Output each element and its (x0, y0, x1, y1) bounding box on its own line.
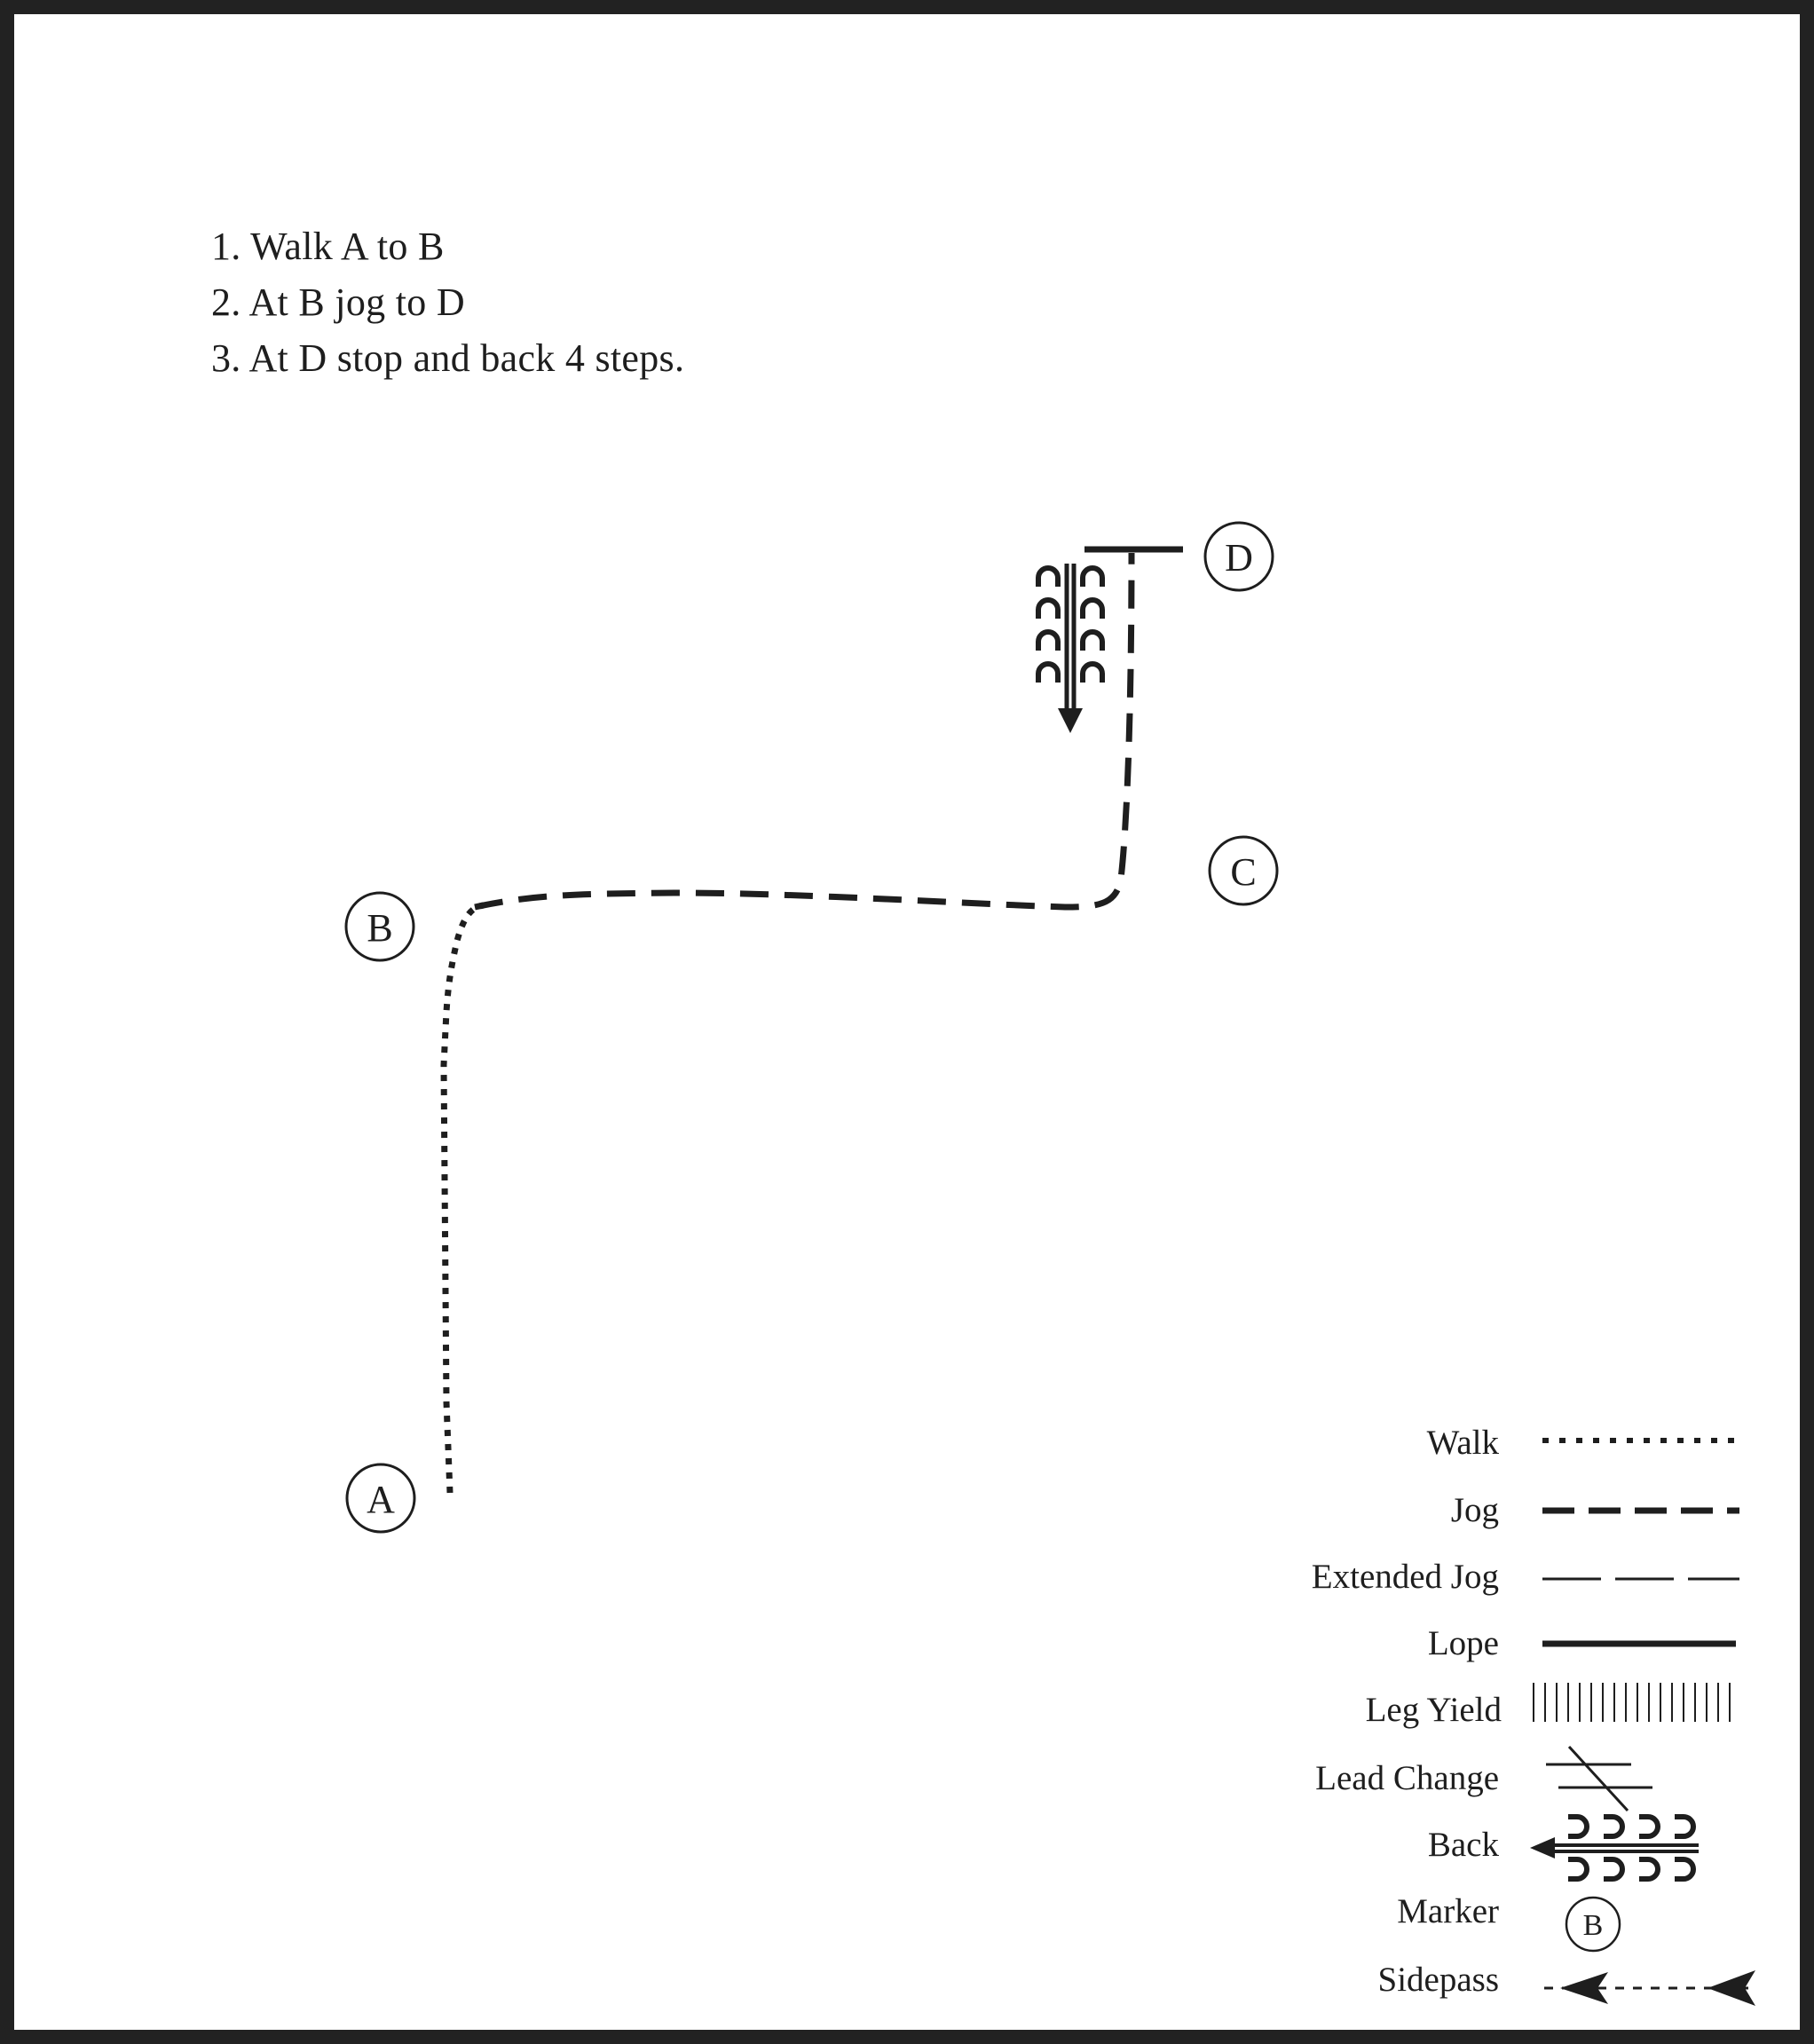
marker-b: B (344, 891, 415, 962)
legend-sidepass-label: Sidepass (1378, 1961, 1500, 1999)
marker-d: D (1203, 521, 1274, 592)
marker-a-label: A (367, 1478, 395, 1521)
legend-leg-yield-label: Leg Yield (1366, 1691, 1502, 1729)
legend-back-label: Back (1428, 1826, 1500, 1864)
instruction-step-2: 2. At B jog to D (211, 280, 465, 324)
legend-leg-yield-swatch (1533, 1683, 1731, 1722)
legend-back-swatch (1530, 1817, 1699, 1879)
walk-path (440, 902, 485, 1494)
jog-path (474, 552, 1135, 911)
marker-c-label: C (1230, 850, 1256, 894)
marker-b-label: B (367, 906, 392, 950)
marker-d-label: D (1225, 536, 1253, 580)
marker-c: C (1208, 835, 1279, 906)
legend-extended-jog-label: Extended Jog (1312, 1558, 1499, 1596)
legend-sidepass-swatch (1544, 1970, 1755, 2006)
back-symbol (1038, 564, 1102, 733)
instruction-step-3: 3. At D stop and back 4 steps. (211, 336, 685, 380)
legend-lead-change-label: Lead Change (1315, 1759, 1499, 1797)
legend-lead-change-swatch (1546, 1745, 1652, 1812)
legend: Walk Jog Extended Jog Lope Leg Yield (1312, 1424, 1755, 2006)
instruction-step-1: 1. Walk A to B (211, 225, 445, 268)
legend-marker-label: Marker (1397, 1892, 1499, 1930)
marker-a: A (345, 1463, 416, 1534)
legend-marker-swatch: B (1565, 1896, 1621, 1953)
pattern-instructions: 1. Walk A to B 2. At B jog to D 3. At D … (211, 218, 684, 386)
legend-lope-label: Lope (1428, 1624, 1499, 1662)
legend-marker-example: B (1583, 1909, 1604, 1942)
legend-walk-label: Walk (1427, 1424, 1500, 1462)
legend-jog-label: Jog (1451, 1491, 1499, 1529)
